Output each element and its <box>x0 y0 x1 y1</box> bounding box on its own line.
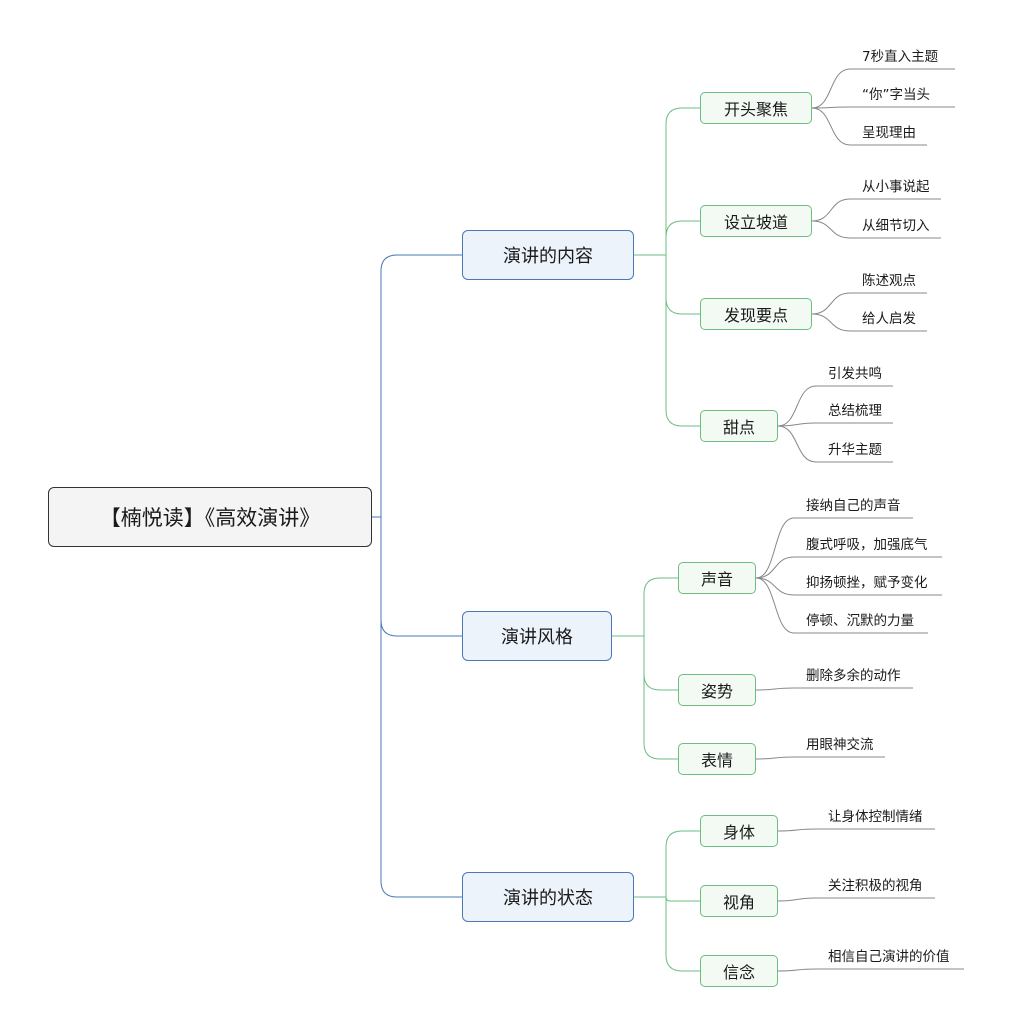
branch-connector-line <box>380 517 462 898</box>
leaf-connector-line <box>755 517 913 579</box>
topic-connector-line <box>665 255 700 427</box>
leaf-text[interactable]: 7秒直入主题 <box>862 49 939 65</box>
topic-node[interactable]: 开头聚焦 <box>700 92 812 124</box>
topic-node[interactable]: 设立坡道 <box>700 205 812 237</box>
leaf-connector-line <box>777 385 893 427</box>
topic-node[interactable]: 姿势 <box>678 674 756 706</box>
leaf-text[interactable]: 抑扬顿挫，赋予变化 <box>806 575 928 591</box>
leaf-connector-line <box>811 220 941 239</box>
leaf-connector-line <box>777 897 935 902</box>
branch-node[interactable]: 演讲的状态 <box>462 872 634 922</box>
leaf-connector-line <box>755 756 885 760</box>
topic-node[interactable]: 信念 <box>700 955 778 987</box>
leaf-text[interactable]: 引发共鸣 <box>828 366 882 382</box>
topic-connector-line <box>665 897 700 972</box>
leaf-text[interactable]: 腹式呼吸，加强底气 <box>806 537 928 553</box>
branch-connector-line <box>380 254 462 517</box>
leaf-text[interactable]: 从细节切入 <box>862 218 930 234</box>
leaf-connector-line <box>811 107 927 146</box>
topic-connector-line <box>665 107 700 255</box>
leaf-text[interactable]: 让身体控制情绪 <box>828 809 923 825</box>
leaf-connector-line <box>811 292 927 315</box>
leaf-connector-line <box>777 828 935 832</box>
leaf-text[interactable]: 相信自己演讲的价值 <box>828 949 950 965</box>
topic-connector-line <box>665 830 700 897</box>
leaf-text[interactable]: 用眼神交流 <box>806 737 874 753</box>
topic-node[interactable]: 声音 <box>678 562 756 594</box>
leaf-connector-line <box>777 422 893 427</box>
leaf-text[interactable]: 停顿、沉默的力量 <box>806 613 914 629</box>
topic-connector-line <box>643 577 678 636</box>
leaf-text[interactable]: 呈现理由 <box>862 125 916 141</box>
leaf-connector-line <box>777 425 893 463</box>
leaf-text[interactable]: 从小事说起 <box>862 179 930 195</box>
topic-node[interactable]: 表情 <box>678 743 756 775</box>
topic-connector-line <box>665 896 700 902</box>
topic-node[interactable]: 甜点 <box>700 410 778 442</box>
leaf-text[interactable]: 升华主题 <box>828 442 882 458</box>
leaf-connector-line <box>811 313 927 332</box>
leaf-text[interactable]: 总结梳理 <box>828 403 882 419</box>
leaf-connector-line <box>811 68 955 109</box>
leaf-text[interactable]: 陈述观点 <box>862 273 916 289</box>
leaf-connector-line <box>755 577 942 596</box>
topic-node[interactable]: 身体 <box>700 815 778 847</box>
topic-connector-line <box>643 636 678 760</box>
leaf-connector-line <box>811 106 955 109</box>
leaf-connector-line <box>811 198 941 222</box>
leaf-text[interactable]: 关注积极的视角 <box>828 878 923 894</box>
topic-connector-line <box>665 220 700 255</box>
leaf-connector-line <box>777 968 964 972</box>
branch-node[interactable]: 演讲的内容 <box>462 230 634 280</box>
leaf-connector-line <box>755 687 913 691</box>
leaf-text[interactable]: 给人启发 <box>862 311 916 327</box>
leaf-connector-line <box>755 556 942 579</box>
branch-connector-line <box>380 517 462 637</box>
leaf-text[interactable]: 接纳自己的声音 <box>806 498 901 514</box>
topic-connector-line <box>665 255 700 315</box>
leaf-text[interactable]: “你”字当头 <box>862 87 930 103</box>
leaf-connector-line <box>755 577 928 634</box>
branch-node[interactable]: 演讲风格 <box>462 611 612 661</box>
topic-node[interactable]: 发现要点 <box>700 298 812 330</box>
topic-connector-line <box>643 636 678 691</box>
root-node[interactable]: 【楠悦读】《高效演讲》 <box>48 487 372 547</box>
leaf-text[interactable]: 删除多余的动作 <box>806 668 901 684</box>
topic-node[interactable]: 视角 <box>700 885 778 917</box>
